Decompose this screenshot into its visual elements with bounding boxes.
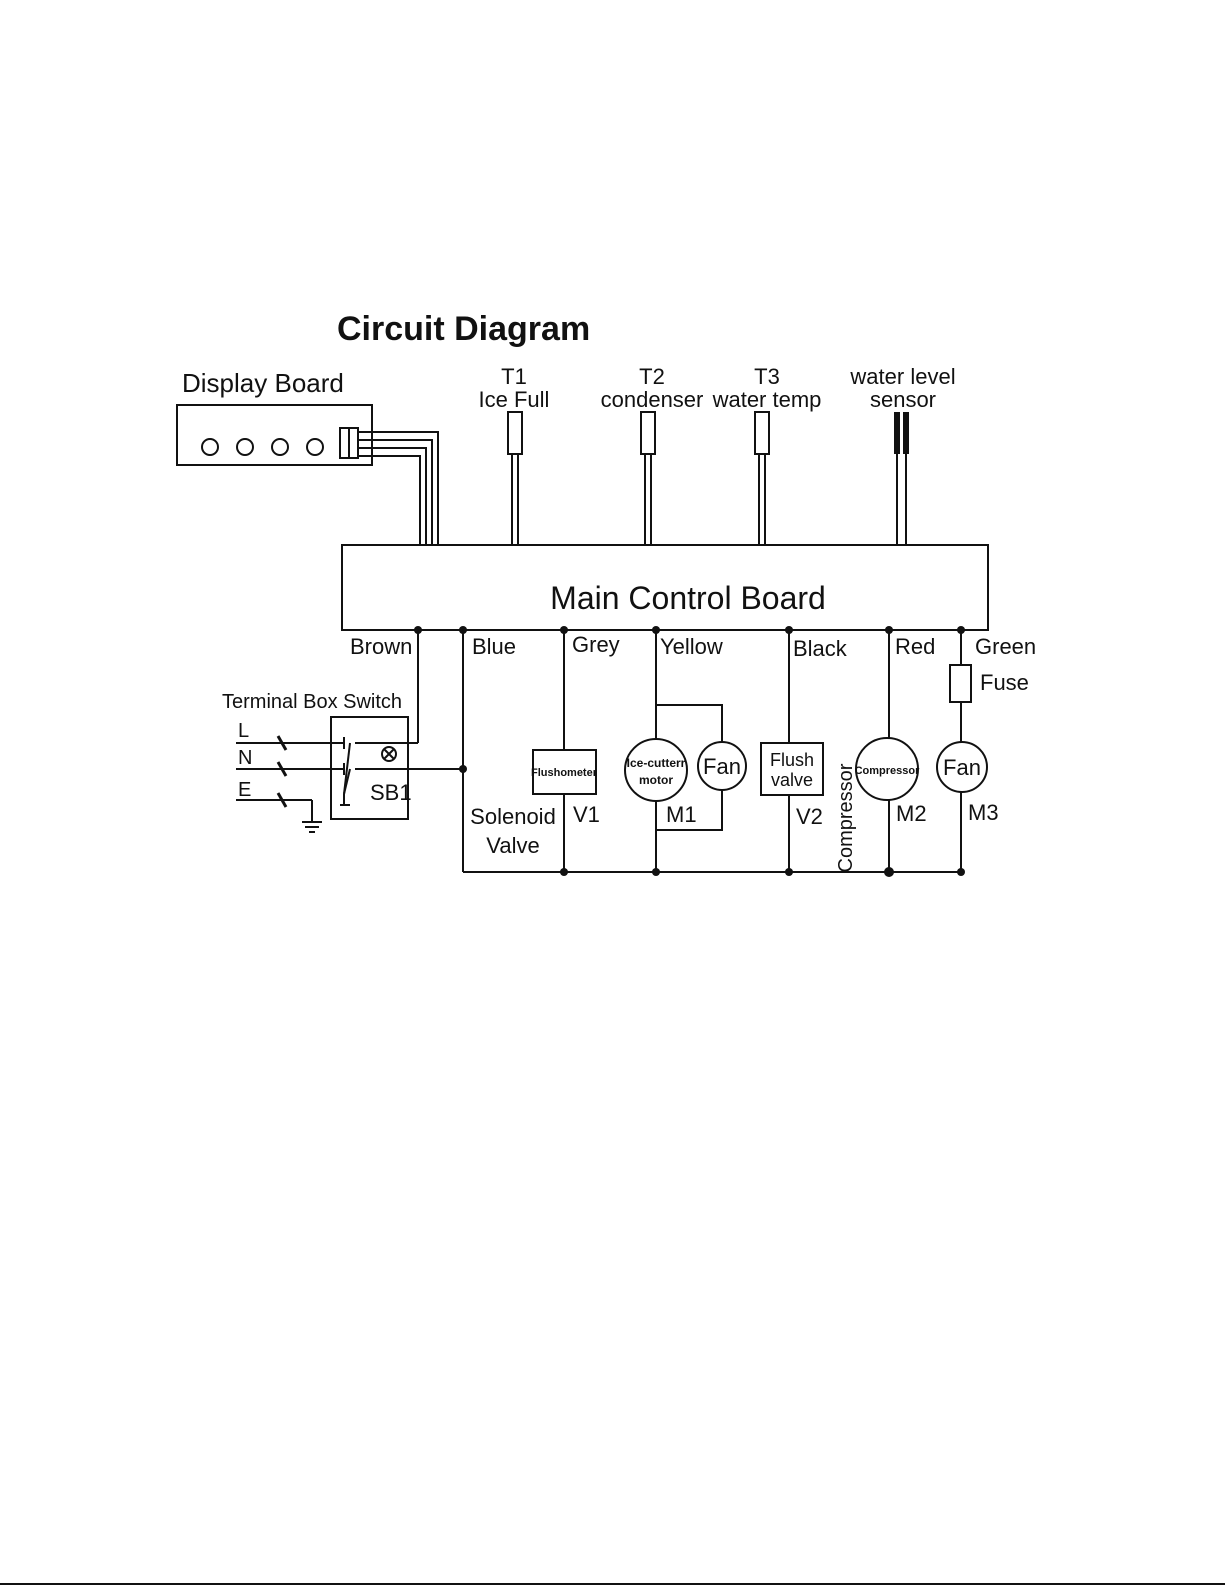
terminal-line-l: L bbox=[238, 720, 249, 742]
m1-fan-link-top bbox=[656, 705, 722, 745]
sensor-t1-id: T1 bbox=[501, 364, 527, 389]
wire-label-brown: Brown bbox=[350, 634, 412, 659]
flush-valve-id: V2 bbox=[796, 804, 823, 829]
ground-symbol bbox=[302, 822, 322, 832]
wire-label-red: Red bbox=[895, 634, 935, 659]
flushometer-label: Flushometer bbox=[531, 767, 598, 779]
fuse bbox=[950, 665, 971, 702]
fan-2-label: Fan bbox=[943, 755, 981, 780]
switch-id: SB1 bbox=[370, 780, 412, 805]
wire-label-blue: Blue bbox=[472, 634, 516, 659]
sensor-t3-name: water temp bbox=[712, 387, 822, 412]
flushometer-id: V1 bbox=[573, 802, 600, 827]
fuse-label: Fuse bbox=[980, 670, 1029, 695]
flush-valve-label-1: Flush bbox=[770, 750, 814, 770]
solenoid-label-2: Valve bbox=[486, 833, 539, 858]
ice-cutter-label-2: motor bbox=[639, 773, 673, 787]
sensor-t3: T3 water temp bbox=[712, 364, 822, 569]
sensor-t1: T1 Ice Full bbox=[479, 364, 550, 569]
water-level-sensor-name2: sensor bbox=[870, 387, 936, 412]
fan-1-label: Fan bbox=[703, 754, 741, 779]
fan-2-id: M3 bbox=[968, 800, 999, 825]
water-level-sensor: water level sensor bbox=[849, 364, 955, 569]
terminal-line-n: N bbox=[238, 747, 252, 769]
ice-cutter-label-1: Ice-cutterr bbox=[627, 756, 686, 770]
wire-label-yellow: Yellow bbox=[660, 634, 723, 659]
solenoid-label-1: Solenoid bbox=[470, 804, 556, 829]
sensor-t2: T2 condenser bbox=[601, 364, 704, 569]
terminal-line-e: E bbox=[238, 779, 251, 801]
water-level-sensor-name: water level bbox=[849, 364, 955, 389]
sensor-t1-name: Ice Full bbox=[479, 387, 550, 412]
terminal-clamps bbox=[278, 736, 286, 807]
compressor-side-label: Compressor bbox=[835, 763, 857, 872]
sensor-t3-id: T3 bbox=[754, 364, 780, 389]
compressor-label: Compressor bbox=[855, 765, 921, 777]
ice-cutter-id: M1 bbox=[666, 802, 697, 827]
flush-valve-label-2: valve bbox=[771, 770, 813, 790]
main-control-board-label: Main Control Board bbox=[550, 580, 826, 616]
sensor-t2-name: condenser bbox=[601, 387, 704, 412]
wire-label-grey: Grey bbox=[572, 632, 620, 657]
ice-cutter-motor bbox=[625, 739, 687, 801]
indicator-lamp-icon bbox=[382, 747, 396, 761]
terminal-box-label: Terminal Box Switch bbox=[222, 691, 402, 713]
display-board-label: Display Board bbox=[182, 368, 344, 398]
wire-label-green: Green bbox=[975, 634, 1036, 659]
diagram-title: Circuit Diagram bbox=[337, 310, 590, 348]
compressor-id: M2 bbox=[896, 801, 927, 826]
sensor-t2-id: T2 bbox=[639, 364, 665, 389]
wire-label-black: Black bbox=[793, 636, 848, 661]
